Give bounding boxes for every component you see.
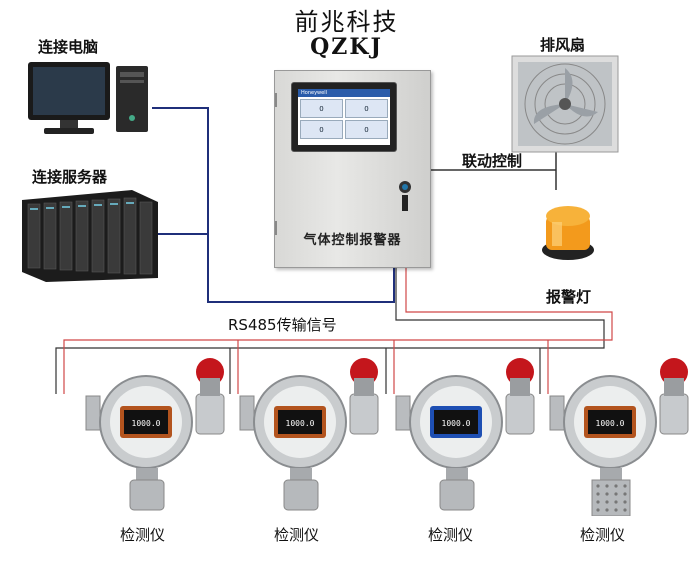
brand-name-cn: 前兆科技 [294, 8, 399, 36]
gas-detector-icon: 1000.0 [239, 358, 379, 511]
computer-label: 连接电脑 [38, 38, 99, 56]
screen-cell: 0 [345, 99, 388, 118]
alarm-light-label: 报警灯 [546, 288, 592, 306]
server-rack-icon [22, 190, 158, 282]
svg-text:1000.0: 1000.0 [442, 419, 471, 428]
screen-cell: 0 [300, 120, 343, 139]
alarm-light-icon [542, 206, 594, 260]
computer-icon [28, 62, 148, 134]
brand-name-en: QZKJ [310, 34, 383, 60]
svg-text:1000.0: 1000.0 [286, 419, 315, 428]
detector-label: 检测仪 [428, 526, 474, 544]
svg-text:1000.0: 1000.0 [596, 419, 625, 428]
controller-label: 气体控制报警器 [303, 233, 402, 248]
controller-screen: Honeywell 0 0 0 0 [291, 82, 397, 152]
rs485-bus-gray [55, 266, 605, 394]
gas-detector-icon: 1000.0 [85, 358, 225, 511]
rs485-label: RS485传输信号 [228, 316, 337, 334]
fan-label: 排风扇 [540, 36, 586, 54]
gas-detector-icon: 1000.0 [395, 358, 535, 511]
gas-alarm-controller: Honeywell 0 0 0 0 气体控制报警器 [274, 70, 431, 268]
screen-cell: 0 [300, 99, 343, 118]
screen-cell: 0 [345, 120, 388, 139]
detector-label: 检测仪 [580, 526, 626, 544]
screen-title: Honeywell [298, 89, 390, 97]
exhaust-fan-icon [511, 55, 619, 153]
computer-link-line [152, 107, 395, 303]
linkage-label: 联动控制 [462, 152, 523, 170]
gas-detector-icon: 1000.0 [549, 358, 689, 516]
cabinet-hardware [275, 93, 411, 235]
detector-label: 检测仪 [120, 526, 166, 544]
rs485-bus-red [63, 266, 613, 394]
detector-label: 检测仪 [274, 526, 320, 544]
server-label: 连接服务器 [32, 168, 108, 186]
svg-text:1000.0: 1000.0 [132, 419, 161, 428]
